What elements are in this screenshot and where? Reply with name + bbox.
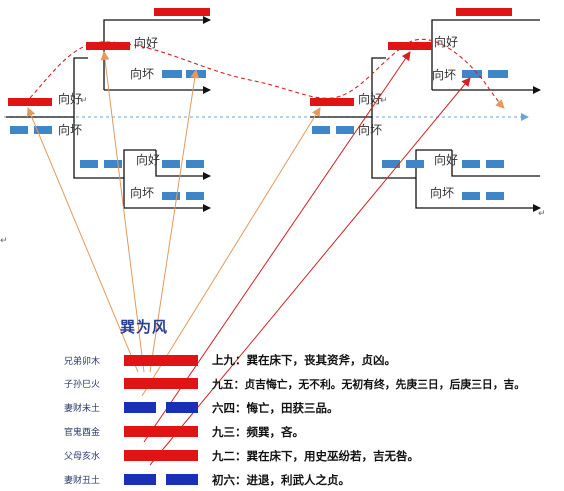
paragraph-mark: ↵ [380,96,388,106]
paragraph-mark: ↵ [538,209,546,219]
label-good: 向好 [134,35,158,50]
connector-arrows [26,51,471,466]
label-bad: 向坏 [430,185,454,200]
label-good: 向好 [434,152,458,167]
line-text-nine-five: 九五：贞吉悔亡，无不利。无初有终，先庚三日，后庚三日，吉。 [212,378,526,391]
paragraph-mark: ↵ [0,236,8,246]
hexagram-line-label: 妻财丑土 [64,476,101,486]
label-good: 向好 [434,34,458,49]
hexagram-line-label: 子孙巳火 [64,380,101,390]
label-bad: 向坏 [130,66,154,81]
line-text-top-nine: 上九：巽在床下，丧其资斧，贞凶。 [212,353,396,367]
line-text-nine-two: 九二：巽在床下，用史巫纷若，吉无咎。 [212,449,419,463]
left-node-bars [8,8,210,200]
right-node-bars [310,8,512,200]
line-text-six-four: 六四：悔亡，田获三品。 [212,401,339,415]
hexagram-line-label: 官鬼酉金 [64,428,101,438]
label-good: 向好 [136,152,160,167]
sequence-path [29,38,505,109]
hexagram-line-label: 父母亥水 [64,452,101,462]
line-text-first-six: 初六：进退，利武人之贞。 [212,473,350,487]
line-text-nine-three: 九三：频巽，吝。 [212,425,304,439]
label-bad: 向坏 [358,122,382,137]
hexagram-line-label: 妻财未土 [64,404,101,414]
label-good: 向好 [58,91,82,106]
label-bad: 向坏 [58,122,82,137]
hexagram-bars [124,355,198,485]
hexagram-line-label: 兄弟卯木 [64,357,101,367]
label-bad: 向坏 [130,185,154,200]
hexagram-title: 巽为风 [120,318,169,336]
label-bad: 向坏 [432,67,456,82]
left-tree [6,16,211,212]
paragraph-mark: ↵ [80,96,88,106]
